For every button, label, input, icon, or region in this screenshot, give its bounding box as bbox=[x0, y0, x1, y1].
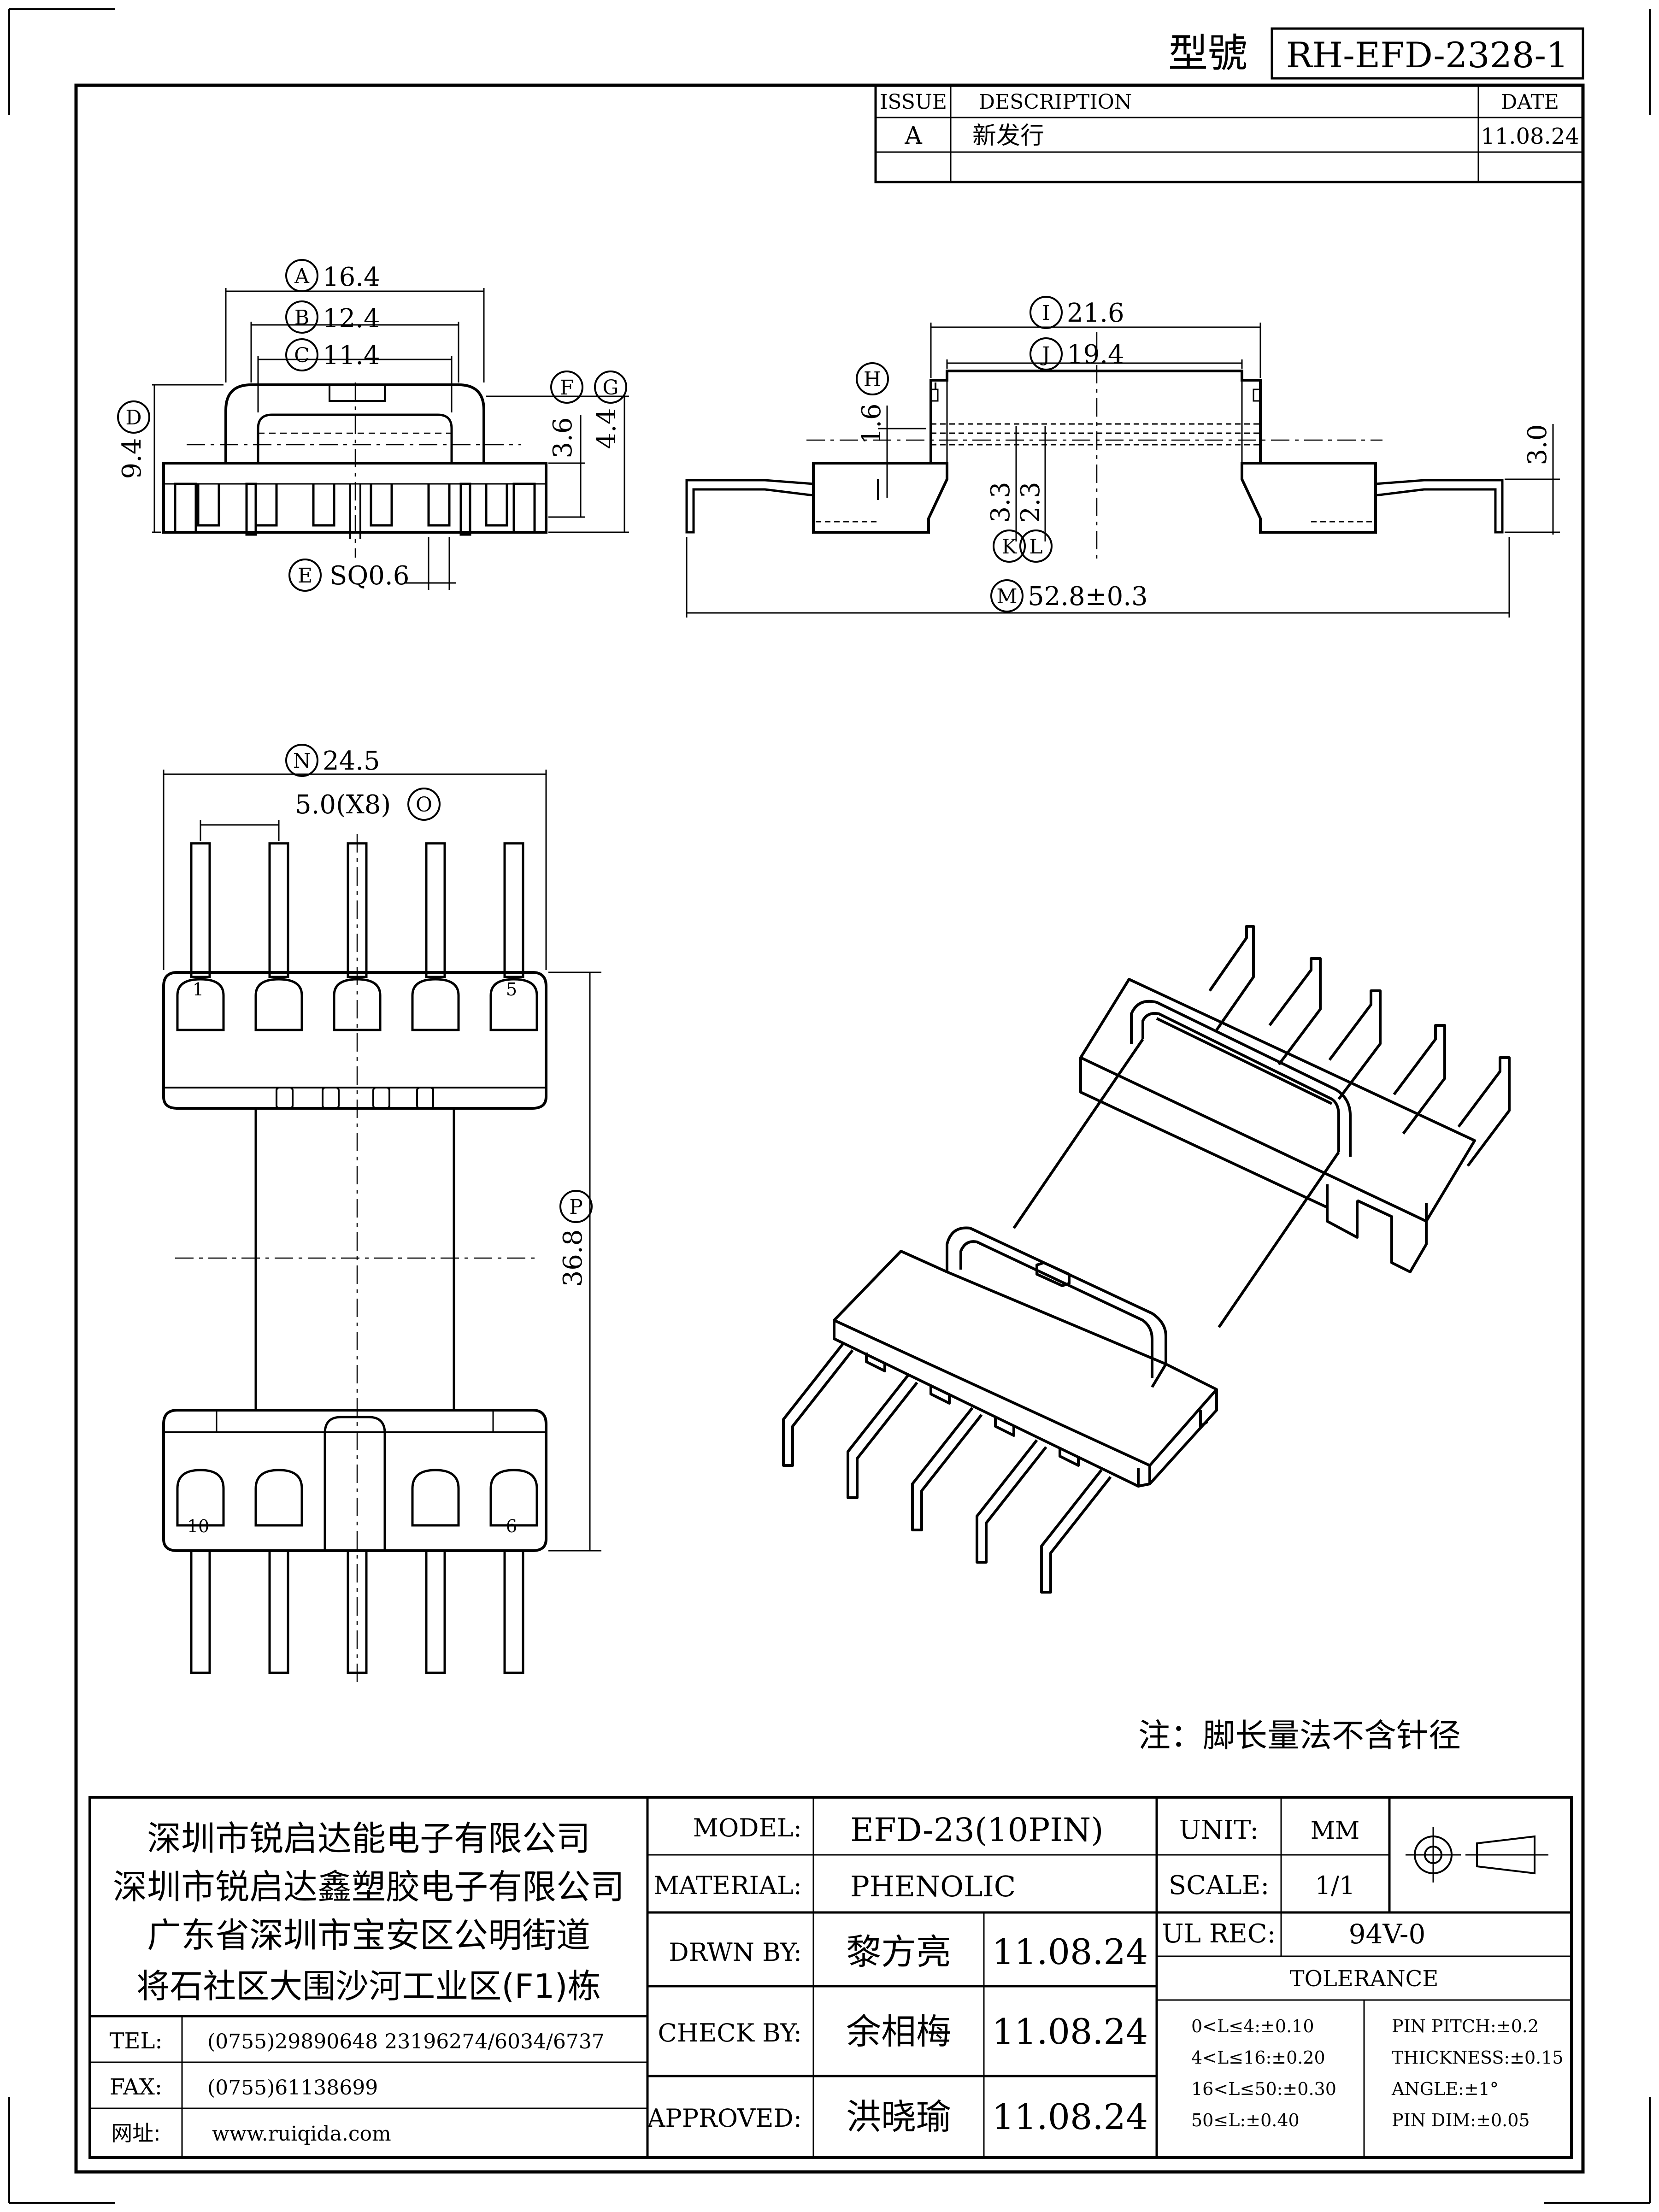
top-view bbox=[162, 770, 601, 1682]
tel-label: TEL: bbox=[109, 2028, 162, 2054]
pin-length-note: 注：脚长量法不含针径 bbox=[1138, 1717, 1461, 1754]
pin-10-label: 10 bbox=[187, 1516, 209, 1536]
pin-6-label: 6 bbox=[506, 1516, 517, 1536]
ul-label: UL REC: bbox=[1162, 1919, 1276, 1949]
model-label: 型號 bbox=[1168, 30, 1247, 76]
dim-d: 9.4 bbox=[117, 438, 147, 479]
tol-left-4: 50≤L:±0.40 bbox=[1191, 2110, 1300, 2130]
tol-left-2: 4<L≤16:±0.20 bbox=[1191, 2047, 1325, 2068]
tol-right-1: PIN PITCH:±0.2 bbox=[1392, 2016, 1539, 2036]
model-field-label: MODEL: bbox=[693, 1813, 802, 1842]
tel-value: (0755)29890648 23196274/6034/6737 bbox=[207, 2030, 605, 2053]
isometric-view bbox=[782, 925, 1511, 1594]
dim-k: 3.3 bbox=[986, 482, 1016, 523]
dim-i: 21.6 bbox=[1067, 298, 1124, 328]
tol-right-4: PIN DIM:±0.05 bbox=[1392, 2110, 1530, 2130]
dim-l: 2.3 bbox=[1016, 482, 1046, 523]
scale-value: 1/1 bbox=[1315, 1871, 1355, 1900]
pin-5-label: 5 bbox=[506, 979, 517, 1000]
material-field-value: PHENOLIC bbox=[850, 1870, 1016, 1903]
unit-value: MM bbox=[1311, 1817, 1360, 1845]
drawn-name: 黎方亮 bbox=[846, 1931, 951, 1972]
fax-label: FAX: bbox=[110, 2074, 162, 2100]
title-block bbox=[88, 1796, 1573, 2159]
svg-text:F: F bbox=[560, 376, 574, 400]
dim-g: 4.4 bbox=[592, 408, 622, 449]
rev-header-issue: ISSUE bbox=[880, 90, 947, 114]
side-view bbox=[685, 323, 1560, 618]
check-date: 11.08.24 bbox=[992, 2011, 1148, 2052]
rev-header-description: DESCRIPTION bbox=[979, 90, 1132, 114]
dim-p: 36.8 bbox=[558, 1230, 588, 1287]
svg-text:A: A bbox=[294, 265, 310, 288]
svg-text:K: K bbox=[1002, 535, 1018, 559]
dim-e: SQ0.6 bbox=[329, 561, 409, 591]
tol-left-1: 0<L≤4:±0.10 bbox=[1191, 2016, 1314, 2036]
web-label: 网址: bbox=[111, 2121, 161, 2146]
unit-label: UNIT: bbox=[1179, 1815, 1259, 1845]
drawn-label: DRWN BY: bbox=[669, 1938, 802, 1967]
approved-name: 洪晓瑜 bbox=[846, 2096, 951, 2137]
dim-m: 52.8±0.3 bbox=[1028, 582, 1148, 612]
svg-text:N: N bbox=[293, 749, 311, 773]
check-label: CHECK BY: bbox=[658, 2018, 802, 2047]
dim-c: 11.4 bbox=[323, 341, 380, 371]
svg-text:E: E bbox=[298, 564, 312, 588]
dim-o: 5.0(X8) bbox=[295, 790, 391, 820]
svg-text:B: B bbox=[294, 306, 309, 329]
dim-h: 1.6 bbox=[857, 403, 887, 444]
model-field-value: EFD-23(10PIN) bbox=[850, 1811, 1104, 1849]
dim-f: 3.6 bbox=[548, 417, 578, 458]
svg-text:J: J bbox=[1040, 343, 1050, 366]
svg-text:L: L bbox=[1029, 535, 1042, 559]
dim-b: 12.4 bbox=[323, 304, 380, 334]
front-view bbox=[152, 288, 629, 590]
revision-table: ISSUE DESCRIPTION DATE A 新发行 11.08.24 bbox=[874, 84, 1584, 183]
dim-n: 24.5 bbox=[323, 746, 380, 776]
company-line-3: 广东省深圳市宝安区公明街道 bbox=[147, 1916, 590, 1955]
sheet-border bbox=[8, 8, 1651, 2204]
fax-value: (0755)61138699 bbox=[207, 2076, 378, 2100]
rev-header-date: DATE bbox=[1501, 90, 1559, 114]
pin-1-label: 1 bbox=[193, 979, 204, 1000]
rev-description: 新发行 bbox=[972, 122, 1044, 150]
tolerance-label: TOLERANCE bbox=[1290, 1966, 1439, 1992]
top-view-labels: N 24.5 5.0(X8) O P 36.8 1 5 10 6 bbox=[187, 744, 593, 1536]
drawn-date: 11.08.24 bbox=[992, 1931, 1148, 1972]
company-line-4: 将石社区大围沙河工业区(F1)栋 bbox=[136, 1967, 600, 2006]
dim-a: 16.4 bbox=[323, 262, 380, 292]
approved-label: APPROVED: bbox=[647, 2104, 802, 2133]
svg-text:H: H bbox=[864, 368, 881, 391]
scale-label: SCALE: bbox=[1169, 1871, 1270, 1900]
tol-right-2: THICKNESS:±0.15 bbox=[1392, 2047, 1564, 2068]
web-value: www.ruiqida.com bbox=[212, 2122, 391, 2146]
svg-text:I: I bbox=[1042, 301, 1050, 325]
rev-issue: A bbox=[904, 122, 923, 150]
title-block-text: 深圳市锐启达能电子有限公司 深圳市锐启达鑫塑胶电子有限公司 广东省深圳市宝安区公… bbox=[109, 1811, 1563, 2146]
svg-text:O: O bbox=[416, 793, 432, 817]
svg-text:P: P bbox=[569, 1195, 583, 1219]
front-view-labels: A 16.4 B 12.4 C 11.4 D 9.4 F G 3.6 4.4 E… bbox=[117, 259, 627, 592]
dim-r: 3.0 bbox=[1523, 424, 1553, 465]
side-view-labels: I 21.6 J 19.4 H 1.6 3.3 2.3 K L 3.0 M 52… bbox=[856, 296, 1553, 612]
ul-value: 94V-0 bbox=[1349, 1918, 1426, 1950]
material-field-label: MATERIAL: bbox=[653, 1871, 802, 1900]
svg-text:C: C bbox=[294, 344, 310, 367]
tol-right-3: ANGLE:±1° bbox=[1391, 2079, 1499, 2099]
tol-left-3: 16<L≤50:±0.30 bbox=[1191, 2079, 1336, 2099]
model-number: RH-EFD-2328-1 bbox=[1286, 35, 1569, 76]
svg-text:M: M bbox=[996, 585, 1017, 608]
dim-j: 19.4 bbox=[1067, 340, 1124, 370]
header-model: 型號 RH-EFD-2328-1 bbox=[1168, 27, 1584, 80]
rev-date: 11.08.24 bbox=[1481, 124, 1579, 149]
company-line-2: 深圳市锐启达鑫塑胶电子有限公司 bbox=[113, 1867, 624, 1907]
approved-date: 11.08.24 bbox=[992, 2096, 1148, 2137]
svg-text:D: D bbox=[125, 406, 141, 429]
check-name: 余相梅 bbox=[846, 2011, 951, 2052]
svg-text:G: G bbox=[602, 376, 618, 400]
company-line-1: 深圳市锐启达能电子有限公司 bbox=[147, 1819, 590, 1859]
